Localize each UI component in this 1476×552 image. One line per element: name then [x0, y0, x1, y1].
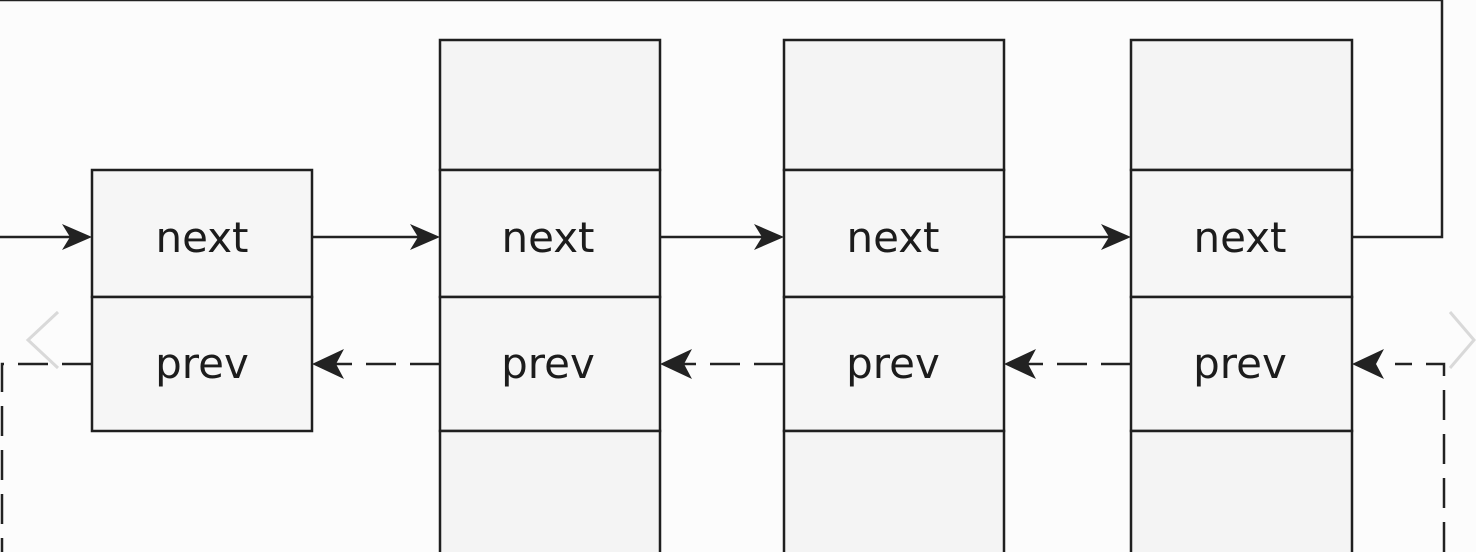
- prev-arrow-node-4-to-3: [1004, 349, 1131, 379]
- wrap-prev-line-left: [0, 362, 92, 552]
- node-4-prev-label: prev: [1193, 339, 1287, 388]
- node-3: next prev: [782, 38, 1006, 552]
- node-4-top-cell: [1129, 38, 1354, 172]
- prev-arrow-into-node-4: [1352, 349, 1384, 379]
- node-4-next-cell: [1129, 168, 1354, 299]
- wrap-prev-line-right: [1395, 362, 1446, 552]
- node-1-next-label: next: [155, 213, 248, 262]
- next-arrow-node-1-to-2: [312, 224, 440, 250]
- node-4-next-label: next: [1193, 213, 1286, 262]
- next-arrow-into-node-1: [0, 224, 92, 250]
- node-1-next-cell: [90, 168, 314, 299]
- prev-arrow-node-3-to-2: [660, 349, 784, 379]
- node-3-bottom-cell: [782, 429, 1006, 552]
- node-1: next prev: [90, 168, 314, 433]
- node-2: next prev: [438, 38, 662, 552]
- next-arrow-node-3-to-4: [1004, 224, 1131, 250]
- chevron-left-icon[interactable]: [25, 310, 60, 370]
- node-4-prev-cell: [1129, 295, 1354, 433]
- prev-arrow-node-2-to-1: [312, 349, 440, 379]
- node-2-prev-cell: [438, 295, 662, 433]
- node-3-top-cell: [782, 38, 1006, 172]
- node-1-prev-cell: [90, 295, 314, 433]
- node-3-prev-label: prev: [846, 339, 940, 388]
- chevron-right-icon[interactable]: [1448, 311, 1476, 369]
- node-3-next-label: next: [846, 213, 939, 262]
- node-2-top-cell: [438, 38, 662, 172]
- node-4-bottom-cell: [1129, 429, 1354, 552]
- node-3-prev-cell: [782, 295, 1006, 433]
- node-3-next-cell: [782, 168, 1006, 299]
- node-2-next-label: next: [501, 213, 594, 262]
- node-4: next prev: [1129, 38, 1354, 552]
- node-2-bottom-cell: [438, 429, 662, 552]
- next-arrow-node-2-to-3: [660, 224, 784, 250]
- wrap-next-line: [0, 0, 1444, 239]
- node-1-prev-label: prev: [155, 339, 249, 388]
- node-2-prev-label: prev: [501, 339, 595, 388]
